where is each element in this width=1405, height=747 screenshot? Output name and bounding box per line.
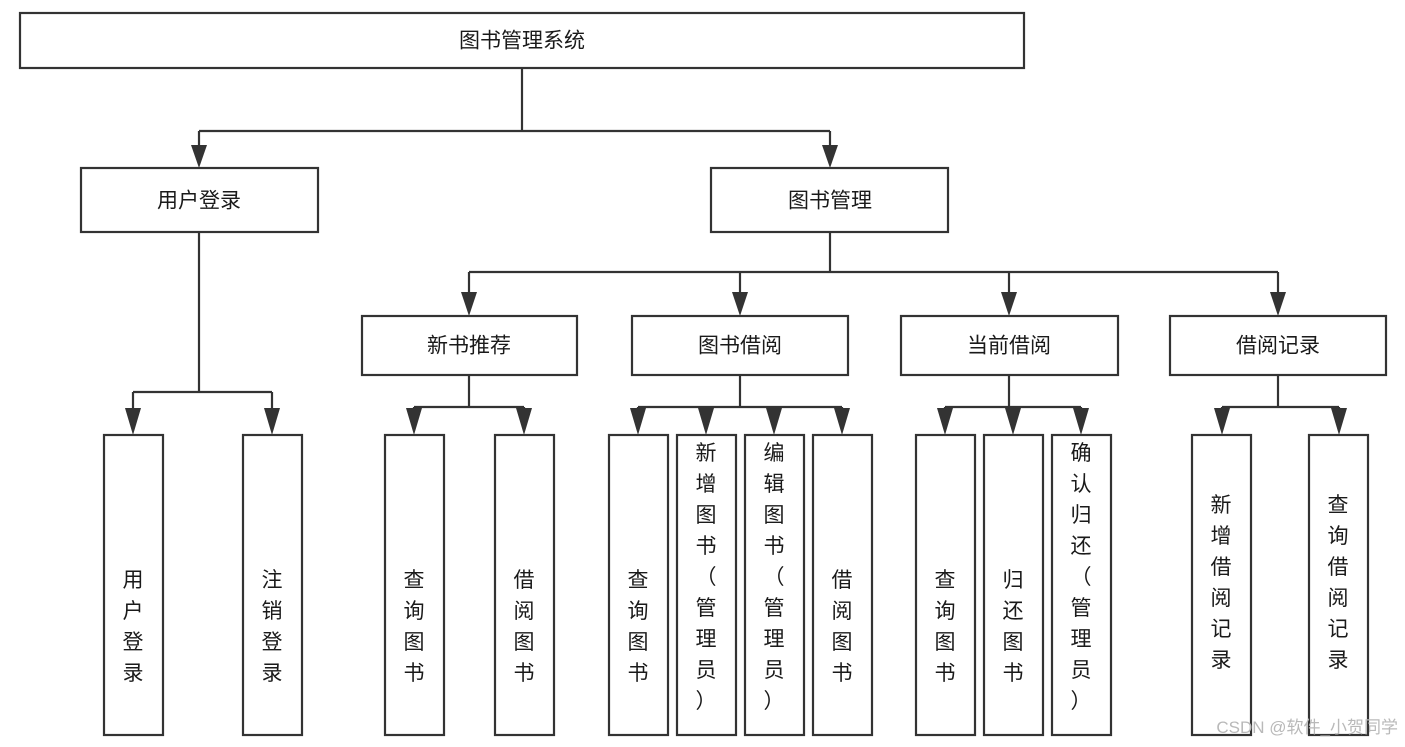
arrow-head-borrow-record [1270,292,1286,316]
arrow-head-cb-leaf-2 [1005,408,1021,435]
node-leaf-borrow-book-a-box[interactable] [493,433,556,737]
arrow-head-nbr-leaf-1 [406,408,422,435]
node-leaf-borrow-book-b-box[interactable] [811,433,874,737]
arrow-head-new-book-rec [461,292,477,316]
node-leaf-add-book[interactable]: 新增图书（管理员） [675,433,738,737]
node-leaf-query-record-box[interactable] [1307,433,1370,737]
node-leaf-query-record-label: 查询借阅记录 [1328,494,1349,672]
node-leaf-query-book-a-label: 查询图书 [404,569,425,685]
arrow-head-bb-leaf-1 [630,408,646,435]
node-leaf-return-book-label: 归还图书 [1003,569,1024,685]
arrow-head-cb-leaf-3 [1073,408,1089,435]
node-leaf-return-book-box[interactable] [982,433,1045,737]
node-root-label: 图书管理系统 [459,30,585,53]
node-leaf-add-record[interactable]: 新增借阅记录 [1190,433,1253,737]
node-leaf-add-record-box[interactable] [1190,433,1253,737]
arrow-head-bb-leaf-3 [766,408,782,435]
node-book-borrow[interactable]: 图书借阅 [630,314,850,377]
node-leaf-logout[interactable]: 注销登录 [241,433,304,737]
node-leaf-user-login[interactable]: 用户登录 [102,433,165,737]
node-leaf-borrow-book-a[interactable]: 借阅图书 [493,433,556,737]
arrow-head-bb-leaf-2 [698,408,714,435]
node-leaf-edit-book-label: 编辑图书（管理员） [764,442,785,713]
node-leaf-borrow-book-b-label: 借阅图书 [832,569,853,685]
node-leaf-add-record-label: 新增借阅记录 [1211,494,1232,672]
arrow-head-br-leaf-1 [1214,408,1230,435]
node-leaf-query-record[interactable]: 查询借阅记录 [1307,433,1370,737]
node-leaf-user-login-label: 用户登录 [123,569,144,685]
arrow-head-user-login [191,145,207,168]
node-leaf-logout-box[interactable] [241,433,304,737]
node-leaf-confirm-return[interactable]: 确认归还（管理员） [1050,433,1113,737]
node-book-borrow-label: 图书借阅 [698,335,782,358]
node-leaf-add-book-label: 新增图书（管理员） [696,442,717,713]
node-book-mgmt-label: 图书管理 [788,190,872,213]
node-leaf-query-book-c-box[interactable] [914,433,977,737]
node-leaf-add-book-box[interactable] [675,433,738,737]
connector-layer [125,68,1347,435]
node-book-mgmt-box[interactable] [709,166,950,234]
node-user-login[interactable]: 用户登录 [79,166,320,234]
node-leaf-query-book-b-box[interactable] [607,433,670,737]
arrow-head-leaf-user-login [125,408,141,435]
node-leaf-query-book-b-label: 查询图书 [628,569,649,685]
arrow-head-leaf-logout [264,408,280,435]
node-borrow-record[interactable]: 借阅记录 [1168,314,1388,377]
node-root[interactable]: 图书管理系统 [18,11,1026,70]
node-new-book-rec-label: 新书推荐 [427,335,511,358]
watermark-label: CSDN @软件_小贺同学 [1216,718,1398,737]
node-leaf-return-book[interactable]: 归还图书 [982,433,1045,737]
arrow-head-br-leaf-2 [1331,408,1347,435]
arrow-head-cb-leaf-1 [937,408,953,435]
node-current-borrow-label: 当前借阅 [967,335,1051,358]
node-current-borrow-box[interactable] [899,314,1120,377]
node-book-borrow-box[interactable] [630,314,850,377]
node-leaf-query-book-a-box[interactable] [383,433,446,737]
node-borrow-record-label: 借阅记录 [1236,335,1320,358]
node-leaf-borrow-book-a-label: 借阅图书 [514,569,535,685]
node-leaf-confirm-return-label: 确认归还（管理员） [1071,442,1092,713]
node-new-book-rec-box[interactable] [360,314,579,377]
node-leaf-edit-book[interactable]: 编辑图书（管理员） [743,433,806,737]
arrow-head-current-borrow [1001,292,1017,316]
node-user-login-box[interactable] [79,166,320,234]
node-leaf-borrow-book-b[interactable]: 借阅图书 [811,433,874,737]
node-new-book-rec[interactable]: 新书推荐 [360,314,579,377]
node-book-mgmt[interactable]: 图书管理 [709,166,950,234]
node-leaf-logout-label: 注销登录 [262,569,283,685]
node-leaf-query-book-c-label: 查询图书 [935,569,956,685]
arrow-head-book-mgmt [822,145,838,168]
arrow-head-book-borrow [732,292,748,316]
node-root-box[interactable] [18,11,1026,70]
node-leaf-query-book-a[interactable]: 查询图书 [383,433,446,737]
node-leaf-edit-book-box[interactable] [743,433,806,737]
node-leaf-user-login-box[interactable] [102,433,165,737]
node-leaf-query-book-b[interactable]: 查询图书 [607,433,670,737]
node-user-login-label: 用户登录 [157,190,241,213]
node-leaf-confirm-return-box[interactable] [1050,433,1113,737]
node-current-borrow[interactable]: 当前借阅 [899,314,1120,377]
node-leaf-query-book-c[interactable]: 查询图书 [914,433,977,737]
arrow-head-nbr-leaf-2 [516,408,532,435]
node-borrow-record-box[interactable] [1168,314,1388,377]
arrow-head-bb-leaf-4 [834,408,850,435]
